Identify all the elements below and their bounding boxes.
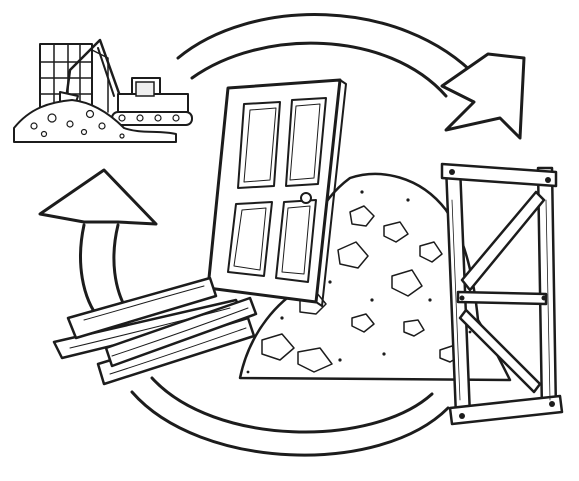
salvaged-door-icon bbox=[208, 80, 346, 306]
excavator-demolishing-building-icon bbox=[14, 40, 192, 142]
bottom-cycle-arrow-icon bbox=[132, 378, 448, 455]
stacked-lumber-planks-icon bbox=[54, 278, 256, 384]
timber-frame-icon bbox=[442, 164, 562, 424]
